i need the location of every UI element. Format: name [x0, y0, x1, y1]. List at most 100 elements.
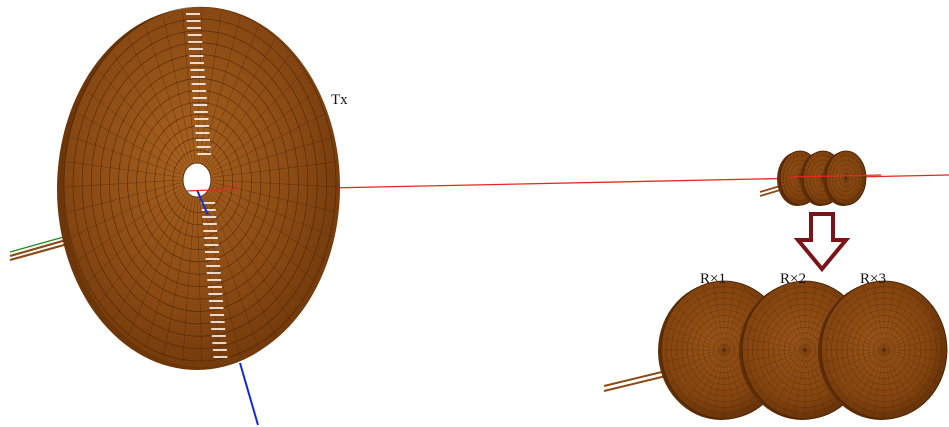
rx3-coil-spoke — [872, 349, 885, 418]
tx-center-hole — [182, 162, 212, 198]
tx-winding-spoke — [205, 37, 276, 165]
rx3-coil-spoke — [883, 297, 925, 351]
tx-winding-ring — [63, 6, 337, 362]
rx1-coil-spoke — [712, 349, 725, 418]
tx-winding-spoke — [182, 11, 195, 162]
rx1-coil-spoke — [723, 282, 736, 351]
rx-small-coil-3-spoke — [828, 177, 847, 192]
rx-small-coil-3-spoke — [830, 177, 847, 196]
rx-small-coil-2-spoke — [815, 177, 824, 204]
tx-winding-spoke — [87, 91, 184, 170]
tx-winding-spoke — [71, 136, 182, 175]
rx-small-coil-1-spoke — [784, 177, 801, 196]
rx1-coil-spoke — [661, 349, 725, 363]
rx3-coil-spoke — [852, 290, 885, 351]
rx-small-coil-1-spoke — [781, 177, 801, 188]
rx2-coil-spoke — [804, 349, 837, 410]
rx-large-cluster — [603, 280, 948, 420]
tx-winding-spoke — [71, 185, 182, 238]
rx2-coil-spoke — [745, 326, 806, 351]
tx-winding-ring — [172, 149, 224, 213]
rx2-coil-spoke — [773, 290, 806, 351]
rx-small-coil-3-spoke — [845, 177, 854, 204]
rx3-coil-spoke — [843, 297, 885, 351]
tx-winding-ring — [109, 66, 290, 300]
rx1-coil-spoke — [723, 349, 746, 415]
rx1-coil-spoke — [723, 349, 756, 410]
tx-winding-spoke — [211, 113, 326, 173]
tx-winding-spoke — [210, 190, 317, 283]
tx-winding-spoke — [112, 53, 187, 166]
tx-winding-spoke — [112, 194, 187, 321]
rx1-coil-spoke — [664, 349, 725, 374]
tx-winding-spoke — [163, 17, 193, 162]
rx2-coil-spoke — [745, 349, 806, 374]
rx-small-coil-1-spoke — [782, 177, 801, 192]
rx-small-coil-3-spoke — [845, 152, 854, 179]
rx-small-coil-3-spoke — [845, 177, 857, 202]
rx-small-coil-1-spoke — [786, 157, 801, 179]
rx-small-coil-2-spoke — [809, 157, 824, 179]
rx1-coil-spoke — [723, 349, 736, 418]
tx-winding-spoke — [208, 70, 305, 168]
rx3-coil-spoke — [883, 349, 916, 410]
rx2-coil-spoke — [750, 349, 806, 385]
tx-winding-spoke — [199, 11, 222, 162]
rx-small-coil-3-spoke — [845, 151, 850, 179]
rx-small-coil-3-spoke — [838, 177, 847, 204]
rx3-coil-spoke — [829, 349, 885, 385]
tx-label: Tx — [331, 92, 348, 108]
tx-winding-spoke — [145, 25, 191, 163]
rx2-coil-spoke — [764, 349, 806, 403]
tx-winding-ring — [163, 137, 234, 226]
rx3-coil-spoke — [835, 349, 885, 395]
rx3-coil-spoke — [835, 305, 885, 351]
rx3-coil-spoke — [883, 349, 944, 374]
rx-small-coil-3-spoke — [832, 157, 847, 179]
rx1-coil-spoke — [675, 305, 725, 351]
rx2-coil-spoke — [793, 282, 806, 351]
rx-small-coil-3-spoke — [845, 177, 850, 205]
rx-small-coil-2-spoke — [815, 152, 824, 179]
rx3-coil-spoke — [883, 349, 906, 415]
x-axis-line-inner — [184, 188, 241, 192]
rx-small-coil-3-spoke — [845, 177, 862, 196]
rx-small-coil-3-spoke — [845, 177, 866, 183]
tx-winding-spoke — [212, 182, 337, 213]
tx-winding-ring — [72, 18, 327, 349]
rx1-coil-spoke — [669, 349, 725, 385]
rx3-coil-spoke — [824, 349, 885, 374]
tx-turn-seam — [186, 13, 228, 358]
rx-small-coil-1-spoke — [784, 160, 801, 179]
rx3-coil-spoke — [824, 326, 885, 351]
rx3-coil-spoke — [883, 282, 896, 351]
tx-winding-spoke — [212, 161, 337, 178]
rx-small-coil-3-spoke — [835, 177, 847, 202]
tx-winding-spoke — [212, 185, 333, 238]
rx-small-coil-2-spoke — [803, 177, 824, 183]
tx-winding-spoke — [128, 37, 189, 165]
rx2-coil-spoke — [783, 285, 806, 351]
tx-winding-spoke — [78, 187, 183, 261]
rx1-coil-spoke — [675, 349, 725, 395]
rx3-coil-spoke — [862, 349, 885, 415]
tx-winding-spoke — [207, 194, 292, 321]
rx3-coil-spoke — [883, 315, 939, 351]
tx-winding-spoke — [211, 187, 326, 261]
rx-small-coil-1-spoke — [796, 177, 801, 205]
rx-small-coil-1-spoke — [782, 164, 801, 179]
rx2-coil-spoke — [764, 297, 806, 351]
rx3-coil-spoke — [862, 285, 885, 351]
rx-small-coil-3-spoke — [830, 160, 847, 179]
rx2-coil-spoke — [804, 349, 817, 418]
rx3-coil-spoke — [883, 349, 896, 418]
tx-winding-spoke — [128, 195, 189, 337]
rx1-coil-spoke — [692, 349, 725, 410]
rx-small-coil-3-spoke — [827, 177, 847, 188]
tx-winding-spoke — [210, 91, 317, 170]
tx-winding-spoke — [145, 197, 191, 349]
rx-small-coil-3-spoke — [835, 154, 847, 179]
tx-winding-spoke — [65, 179, 182, 188]
rx3-coil-spoke — [883, 349, 939, 385]
rx3-coil-spoke — [883, 337, 947, 351]
